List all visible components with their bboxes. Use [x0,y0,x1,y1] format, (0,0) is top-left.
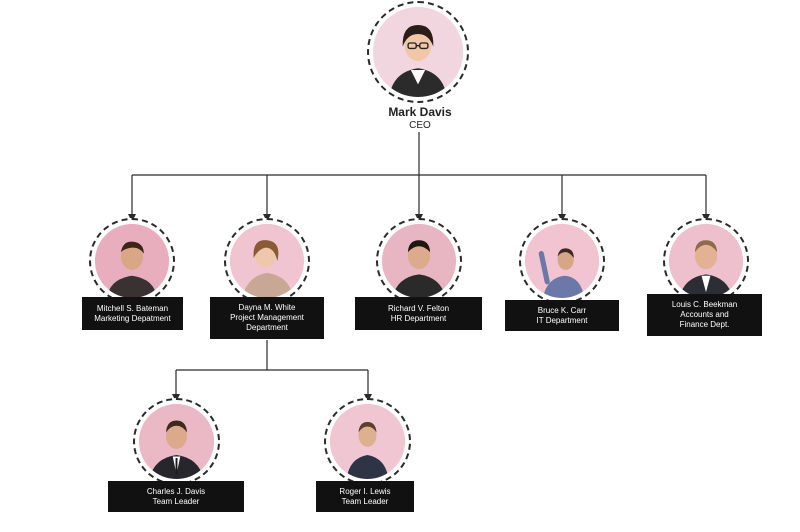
label-bruce: Bruce K. Carr IT Department [505,300,619,331]
person-man-icon [95,224,169,298]
label-roger: Roger I. Lewis Team Leader [316,481,414,512]
person-man-icon [382,224,456,298]
person-woman-icon [373,7,463,97]
avatar-roger [324,398,411,485]
avatar-mitchell [89,218,175,304]
person-man-icon [139,404,214,479]
person-man-icon [525,224,599,298]
label-charles: Charles J. Davis Team Leader [108,481,244,512]
avatar-bruce [519,218,605,304]
person-woman-icon [230,224,304,298]
ceo-name: Mark Davis [388,105,452,119]
label-richard: Richard V. Felton HR Department [355,297,482,330]
ceo-title: CEO [409,120,431,131]
avatar-dayna [224,218,310,304]
label-mitchell: Mitchell S. Bateman Marketing Depatment [82,297,183,330]
label-louis: Louis C. Beekman Accounts and Finance De… [647,294,762,336]
person-man-icon [669,224,743,298]
avatar-charles [133,398,220,485]
person-man-icon [330,404,405,479]
avatar-richard [376,218,462,304]
ceo-photo [373,7,463,97]
label-dayna: Dayna M. White Project Management Depart… [210,297,324,339]
avatar-louis [663,218,749,304]
ceo-avatar [367,1,469,103]
